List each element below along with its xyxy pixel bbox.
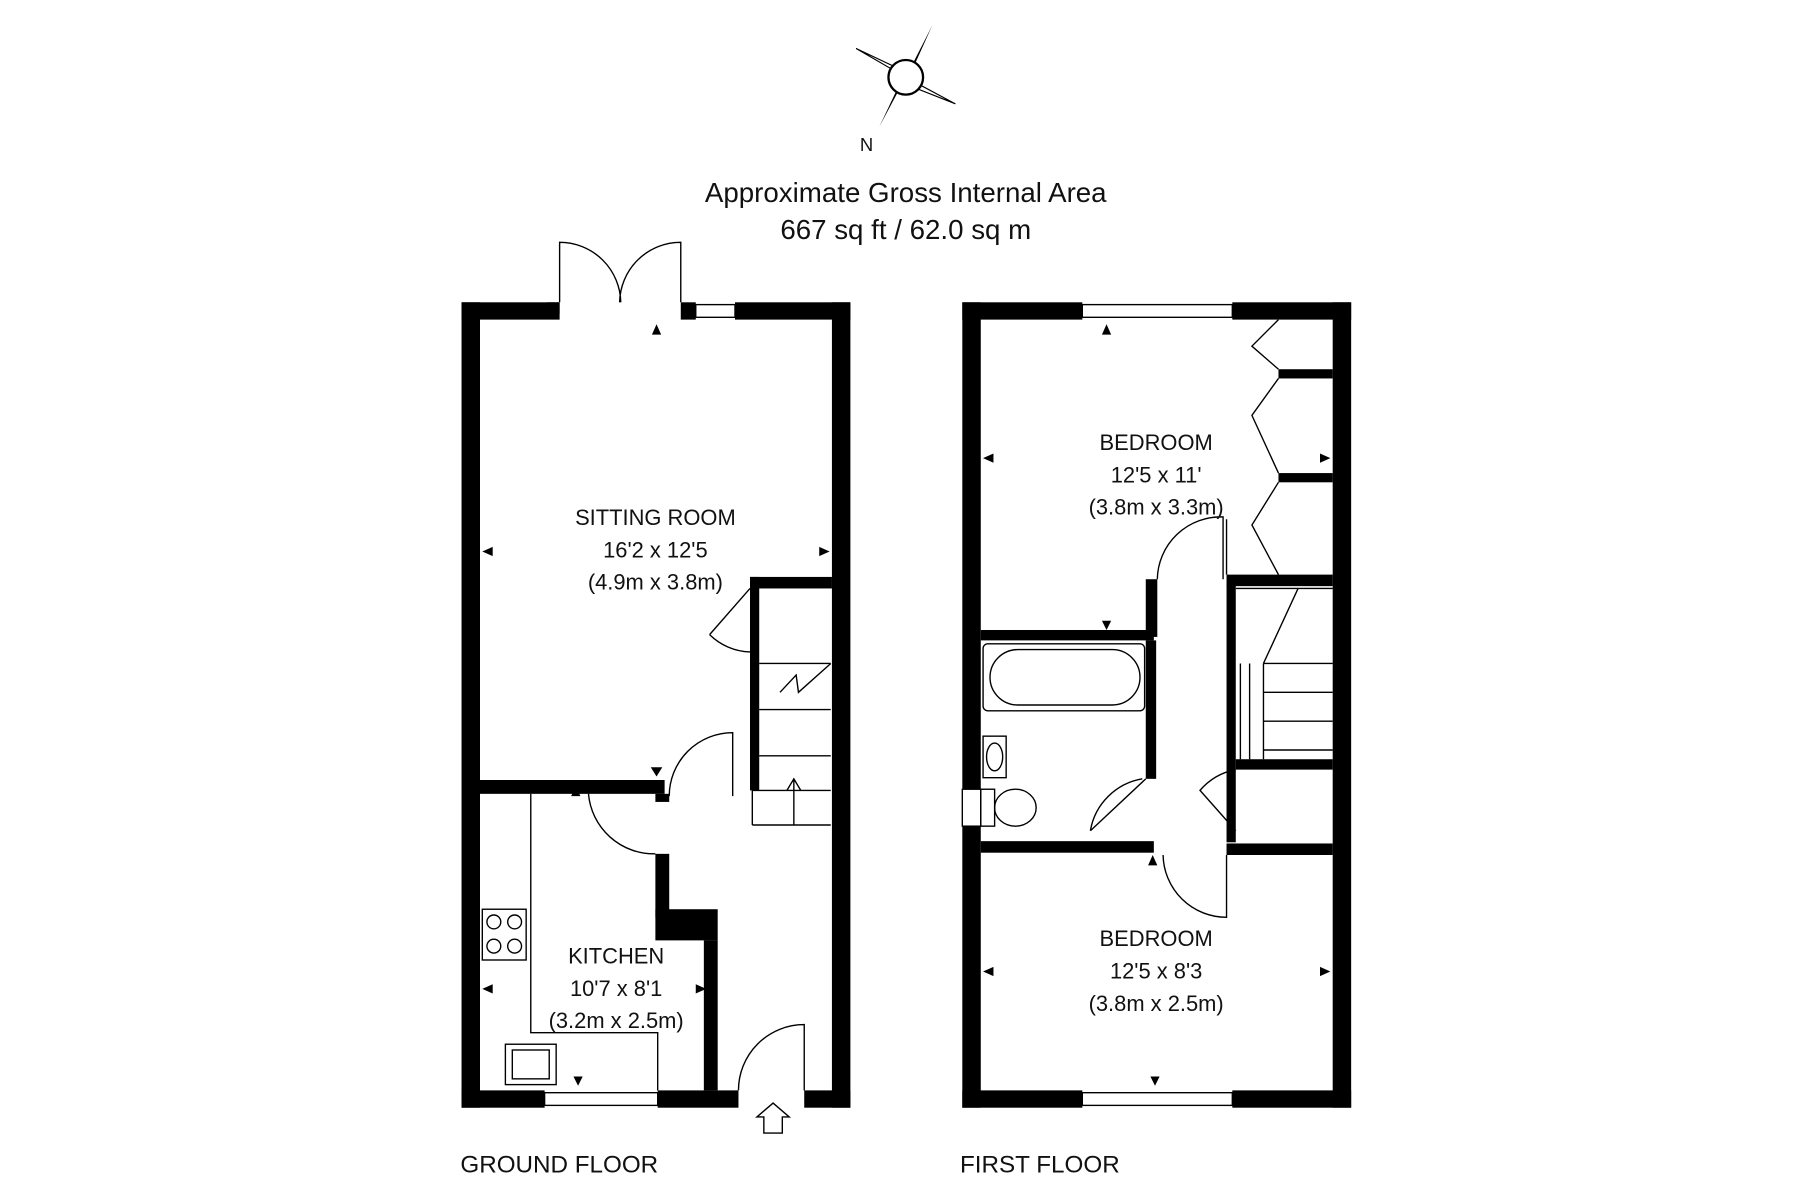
- compass-icon: [855, 25, 956, 127]
- room-name-bedroom-1: BEDROOM: [1100, 430, 1213, 455]
- entrance-arrow-icon: [755, 1102, 792, 1134]
- room-size-imperial-kitchen: 10'7 x 8'1: [570, 976, 662, 1001]
- compass-north-label: N: [860, 134, 873, 155]
- area-value: 667 sq ft / 62.0 sq m: [780, 214, 1031, 245]
- room-size-metric-kitchen: (3.2m x 2.5m): [549, 1008, 684, 1033]
- room-size-imperial-sitting-room: 16'2 x 12'5: [603, 537, 708, 562]
- first-floor-plan: [961, 302, 1352, 1108]
- room-size-metric-bedroom-1: (3.8m x 3.3m): [1089, 495, 1224, 520]
- ground-floor-plan: [461, 241, 851, 1134]
- room-size-metric-bedroom-2: (3.8m x 2.5m): [1089, 991, 1224, 1016]
- area-title: Approximate Gross Internal Area: [705, 177, 1107, 208]
- first-floor-label: FIRST FLOOR: [960, 1151, 1120, 1178]
- room-name-kitchen: KITCHEN: [568, 943, 664, 968]
- room-size-imperial-bedroom-1: 12'5 x 11': [1111, 462, 1202, 487]
- room-size-metric-sitting-room: (4.9m x 3.8m): [588, 570, 723, 595]
- room-size-imperial-bedroom-2: 12'5 x 8'3: [1110, 958, 1202, 983]
- room-name-bedroom-2: BEDROOM: [1100, 926, 1213, 951]
- room-name-sitting-room: SITTING ROOM: [575, 505, 736, 530]
- ground-floor-label: GROUND FLOOR: [460, 1151, 658, 1178]
